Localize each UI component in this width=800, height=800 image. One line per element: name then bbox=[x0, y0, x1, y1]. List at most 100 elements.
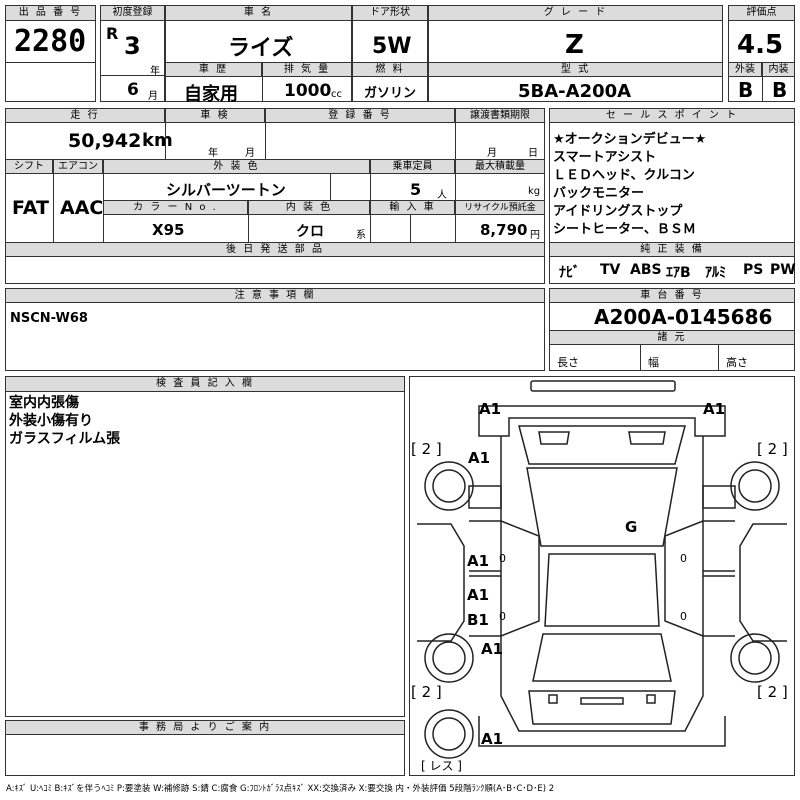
recycle-value: 8,790 bbox=[480, 221, 528, 239]
row2-vline-imp bbox=[410, 215, 411, 242]
mark-fender-fl: A1 bbox=[468, 449, 491, 467]
import-label: 輸 入 車 bbox=[370, 200, 455, 215]
notes-label: 注 意 事 項 欄 bbox=[5, 288, 545, 303]
color-label: 外 装 色 bbox=[103, 159, 370, 174]
score-label: 評価点 bbox=[728, 5, 795, 21]
year-value: 3 bbox=[124, 32, 141, 60]
chassis-value: A200A-0145686 bbox=[594, 305, 773, 329]
door-label: ドア形状 bbox=[352, 5, 428, 21]
row2-vline-3 bbox=[455, 123, 456, 159]
mark-door-rl-zero: 0 bbox=[499, 610, 506, 623]
mark-door-rl-a: A1 bbox=[467, 586, 490, 604]
name-value: ライズ bbox=[228, 36, 294, 61]
score-divider bbox=[762, 77, 763, 102]
history-value: 自家用 bbox=[184, 84, 238, 105]
name-label: 車 名 bbox=[165, 5, 352, 21]
width-label: 幅 bbox=[648, 356, 659, 369]
row2-vline-1 bbox=[165, 123, 166, 159]
selling-point-4: バックモニター bbox=[553, 186, 645, 201]
lot-divider bbox=[5, 62, 96, 63]
displacement-value: 1000 bbox=[284, 81, 332, 101]
mark-tire-fr: [ 2 ] bbox=[757, 440, 788, 458]
specs-label: 諸 元 bbox=[549, 330, 795, 345]
length-label: 長さ bbox=[557, 356, 579, 369]
mark-windshield: G bbox=[625, 518, 638, 536]
equip-ps: PS bbox=[743, 262, 764, 278]
month-value: 6 bbox=[127, 80, 139, 100]
equip-abs: ABS bbox=[630, 262, 662, 278]
exterior-value: B bbox=[738, 78, 754, 102]
history-divider bbox=[262, 77, 263, 102]
mark-tire-rl: [ 2 ] bbox=[411, 683, 442, 701]
capacity-unit: 人 bbox=[437, 190, 447, 201]
car-diagram bbox=[417, 380, 787, 759]
registration-label: 登 録 番 号 bbox=[265, 108, 455, 123]
ac-label: エアコン bbox=[53, 159, 103, 174]
height-label: 高さ bbox=[726, 356, 748, 369]
inspection-month-unit: 月 bbox=[245, 148, 255, 159]
displacement-label: 排 気 量 bbox=[262, 62, 352, 77]
specs-divider-2 bbox=[718, 345, 719, 371]
interior-value: B bbox=[772, 78, 788, 102]
ac-value: AAC bbox=[60, 197, 104, 219]
history-label: 車 歴 bbox=[165, 62, 262, 77]
color-no-label: カ ラ ー N o . bbox=[103, 200, 248, 215]
office-label: 事 務 局 よ り ご 案 内 bbox=[5, 720, 405, 735]
interior-color-unit: 系 bbox=[356, 230, 366, 241]
lot-number: 2280 bbox=[14, 24, 87, 59]
selling-point-1: ★オークションデビュー★ bbox=[553, 132, 707, 147]
capacity-value: 5 bbox=[410, 180, 422, 199]
selling-point-2: スマートアシスト bbox=[553, 150, 657, 165]
grade-value: Z bbox=[565, 30, 584, 60]
interior-color-value: クロ bbox=[296, 224, 324, 240]
interior-label: 内装 bbox=[762, 62, 795, 77]
chassis-label: 車 台 番 号 bbox=[549, 288, 795, 303]
row2-vline-2 bbox=[265, 123, 266, 159]
mark-quarter-rl: A1 bbox=[481, 640, 504, 658]
shift-label: シフト bbox=[5, 159, 53, 174]
mark-door-rl-b: B1 bbox=[467, 611, 489, 629]
displacement-unit: cc bbox=[331, 89, 342, 100]
selling-point-5: アイドリングストップ bbox=[553, 204, 683, 219]
equip-pw: PW bbox=[770, 262, 796, 278]
specs-divider-1 bbox=[640, 345, 641, 371]
shift-value: FAT bbox=[12, 197, 49, 219]
inspector-line-3: ガラスフィルム張 bbox=[9, 431, 121, 447]
mark-front-left: A1 bbox=[479, 400, 502, 418]
selling-points-label: セ ー ル ス ポ イ ン ト bbox=[549, 108, 795, 123]
color-divider bbox=[330, 174, 331, 200]
mark-spare: [ レス ] bbox=[421, 759, 462, 773]
color-no-value: X95 bbox=[152, 221, 185, 239]
model-label: 型 式 bbox=[428, 62, 723, 77]
mark-tire-rr: [ 2 ] bbox=[757, 683, 788, 701]
mileage-unit: km bbox=[142, 130, 173, 151]
year-unit: 年 bbox=[150, 66, 160, 77]
later-parts-label: 後 日 発 送 部 品 bbox=[5, 242, 545, 257]
equip-navi: ﾅﾋﾞ bbox=[559, 265, 580, 281]
legend-text: A:ｷｽﾞ U:ﾍｺﾐ B:ｷｽﾞを伴うﾍｺﾐ P:要塗装 W:補修跡 S:錆 … bbox=[6, 784, 555, 794]
inspector-line-1: 室内内張傷 bbox=[9, 395, 79, 411]
door-value: 5W bbox=[372, 34, 412, 59]
model-value: 5BA-A200A bbox=[518, 81, 632, 102]
mileage-label: 走 行 bbox=[5, 108, 165, 123]
equip-airbag: ｴｱB bbox=[666, 265, 691, 281]
grade-label: グ レ ー ド bbox=[428, 5, 723, 21]
mark-door-fl: A1 bbox=[467, 552, 490, 570]
car-diagram-box bbox=[409, 376, 795, 776]
row2-vline-shift bbox=[53, 174, 54, 242]
first-reg-divider bbox=[100, 75, 165, 76]
load-unit: kg bbox=[528, 186, 541, 197]
transfer-label: 譲渡書類期限 bbox=[455, 108, 545, 123]
fuel-value: ガソリン bbox=[364, 86, 417, 101]
interior-color-label: 内 装 色 bbox=[248, 200, 370, 215]
score-value: 4.5 bbox=[737, 30, 784, 60]
notes-value: NSCN-W68 bbox=[10, 311, 88, 326]
capacity-label: 乗車定員 bbox=[370, 159, 455, 174]
color-value: シルバーツートン bbox=[166, 181, 286, 199]
month-unit: 月 bbox=[148, 91, 158, 102]
equip-tv: TV bbox=[600, 262, 621, 278]
mark-door-fr-zero: 0 bbox=[680, 552, 687, 565]
mark-door-fl-zero: 0 bbox=[499, 552, 506, 565]
selling-point-3: ＬＥＤヘッド、クルコン bbox=[553, 168, 695, 183]
transfer-month-unit: 月 bbox=[487, 148, 497, 159]
